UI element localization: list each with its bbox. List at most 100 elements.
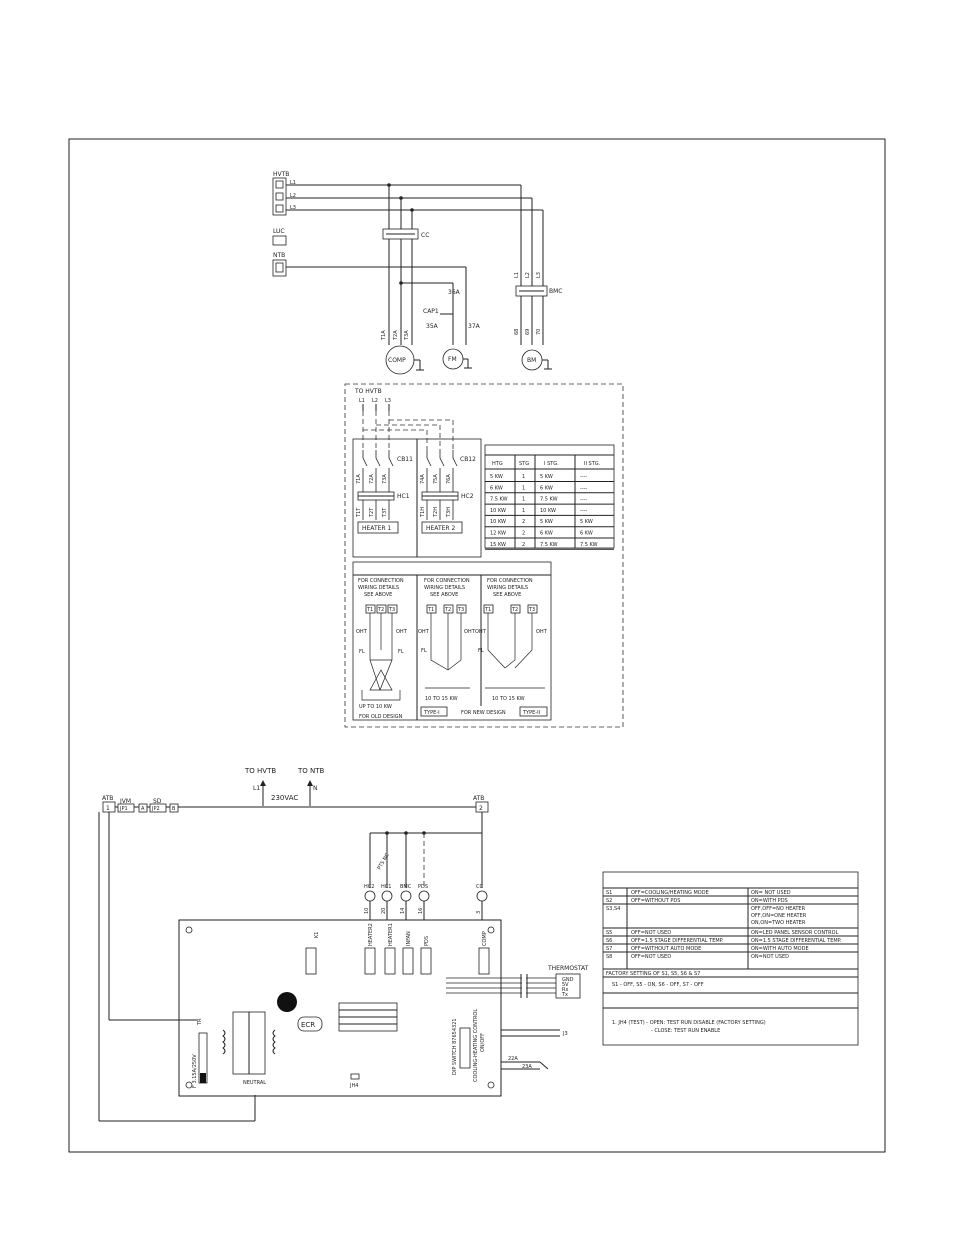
- bm-wire-1: 68: [514, 329, 520, 335]
- hvtb-l3: L3: [290, 205, 296, 211]
- luc-block: [272, 235, 287, 246]
- relay-block: [364, 947, 376, 975]
- fm-label: FM: [448, 356, 457, 363]
- setting-switch: S5: [606, 930, 612, 936]
- conn-number: 20: [381, 908, 387, 914]
- relay-label: PDS: [424, 936, 430, 946]
- setting-switch: S3,S4: [606, 906, 620, 912]
- conn-c-t3: T3: [528, 607, 535, 613]
- connection-types: FOR CONNECTION WIRING DETAILS SEE ABOVE …: [352, 561, 552, 721]
- cooling-ctrl-2: ON/OFF: [480, 1033, 486, 1052]
- heater-term-l1: L1: [359, 398, 365, 404]
- settings-note-2: - CLOSE: TEST RUN ENABLE: [651, 1028, 720, 1034]
- stage-cell: 2: [522, 519, 525, 525]
- stage-cell: 7.5 KW: [580, 542, 598, 548]
- a-label: A: [141, 806, 145, 812]
- stage-cell: 7.5 KW: [490, 497, 508, 503]
- hvtb-l2: L2: [290, 193, 296, 199]
- b-label: B: [172, 806, 176, 812]
- control-section: TO HVTB TO NTB L1 N 230VAC ATB 1 ATB 2 J…: [98, 767, 589, 1122]
- conn-a-fl-right: FL: [398, 649, 404, 655]
- old-design-label: FOR OLD DESIGN: [359, 714, 403, 720]
- stage-cell: 1: [522, 508, 525, 514]
- ctrl-to-hvtb: TO HVTB: [244, 767, 276, 775]
- conn-c-note-1: FOR CONNECTION: [487, 578, 533, 584]
- conn-c-t2: T2: [511, 607, 518, 613]
- h2-wire-3: 76A: [446, 474, 452, 484]
- conn-b-t1: T1: [427, 607, 434, 613]
- h1-out-1: T1T: [356, 507, 362, 518]
- h1-wire-3: 73A: [382, 474, 388, 484]
- conn-c-oht-right: OHT: [536, 629, 548, 635]
- hvtb-label: HVTB: [273, 171, 289, 178]
- jp2-label: JP2: [151, 806, 160, 812]
- ctrl-230vac: 230VAC: [271, 794, 298, 802]
- conn-b-oht-right: OHT: [464, 629, 476, 635]
- sd-label: SD: [153, 798, 162, 805]
- tstat-gnd: GND: [562, 977, 574, 983]
- conn-b-fl: FL: [421, 648, 427, 654]
- conn-c-note-2: WIRING DETAILS: [487, 585, 528, 591]
- neutral-label: NEUTRAL: [243, 1080, 266, 1086]
- power-section: HVTB L1 L2 L3 LUC NTB CC 36A: [272, 171, 562, 375]
- conn-a-t1: T1: [366, 607, 373, 613]
- comp-wire-3: T3A: [404, 330, 410, 341]
- setting-on: ON=1.5 STAGE DIFFERENTIAL TEMP.: [751, 938, 842, 944]
- k1-relay: [305, 947, 317, 975]
- ctrl-l1: L1: [253, 785, 260, 792]
- conn-a-t2: T2: [377, 607, 384, 613]
- range-old: UP TO 10 KW: [359, 704, 392, 710]
- atb-left-label: ATB: [102, 795, 113, 802]
- k1-label: K1: [314, 932, 320, 938]
- stage-cell: ----: [580, 497, 587, 503]
- coil-label: BMC: [400, 884, 412, 890]
- setting-on: ON=WITH PDS: [751, 898, 788, 904]
- conn-b-note-3: SEE ABOVE: [430, 592, 458, 598]
- stage-header-htg: HTG: [492, 461, 503, 467]
- ecr-label: ECR: [301, 1021, 315, 1029]
- relay-block: [420, 947, 432, 975]
- coil-circle: [476, 890, 488, 902]
- conn-a-note-1: FOR CONNECTION: [358, 578, 404, 584]
- heater-term-l2: L2: [372, 398, 378, 404]
- setting-off: OFF=COOLING/HEATING MODE: [631, 890, 709, 896]
- jvm-label: JVM: [119, 798, 131, 805]
- stage-cell: 2: [522, 542, 525, 548]
- conn-b-note-1: FOR CONNECTION: [424, 578, 470, 584]
- h1-out-2: T2T: [369, 507, 375, 518]
- h1-wire-1: 71A: [356, 474, 362, 484]
- heater-2-label: HEATER 2: [426, 525, 455, 532]
- bmc-top-2: L2: [525, 272, 531, 278]
- setting-switch: S6: [606, 938, 612, 944]
- relay-block: [384, 947, 396, 975]
- stage-cell: 10 KW: [540, 508, 556, 514]
- coil-label: HC1: [381, 884, 391, 890]
- setting-off: OFF=WITHOUT PDS: [631, 898, 680, 904]
- conn-number: 3: [476, 911, 482, 914]
- pts-label: PTS NC: [377, 852, 391, 871]
- setting-on: ON,ON=TWO HEATER: [751, 920, 806, 926]
- heater-1-box: [357, 521, 399, 534]
- setting-on: OFF,OFF=NO HEATER: [751, 906, 806, 912]
- heater-to-hvtb: TO HVTB: [354, 388, 382, 395]
- stage-cell: 6 KW: [490, 485, 503, 491]
- cb11-label: CB11: [397, 456, 413, 463]
- stage-cell: 12 KW: [490, 531, 506, 537]
- hc2-label: HC2: [461, 493, 474, 500]
- stage-cell: 6 KW: [580, 531, 593, 537]
- range-new-1: 10 TO 15 KW: [425, 696, 458, 702]
- cb12-label: CB12: [460, 456, 476, 463]
- bmc-label: BMC: [549, 288, 562, 295]
- setting-switch: S2: [606, 898, 612, 904]
- heater-section: TO HVTB L1 L2 L3 CB11 CB12 71A 72A 73A 7: [344, 383, 624, 728]
- setting-off: OFF=WITHOUT AUTO MODE: [631, 946, 701, 952]
- jh4-label: JH4: [349, 1083, 358, 1089]
- conn-c-t1: T1: [484, 607, 491, 613]
- h2-wire-2: 75A: [433, 474, 439, 484]
- ecr-processor: [277, 992, 297, 1012]
- relay-label: INFAN: [406, 931, 412, 946]
- conn-b-t2: T2: [444, 607, 451, 613]
- dip-label: DIP SWITCH 87654321: [452, 1018, 458, 1075]
- relay-block: [402, 947, 414, 975]
